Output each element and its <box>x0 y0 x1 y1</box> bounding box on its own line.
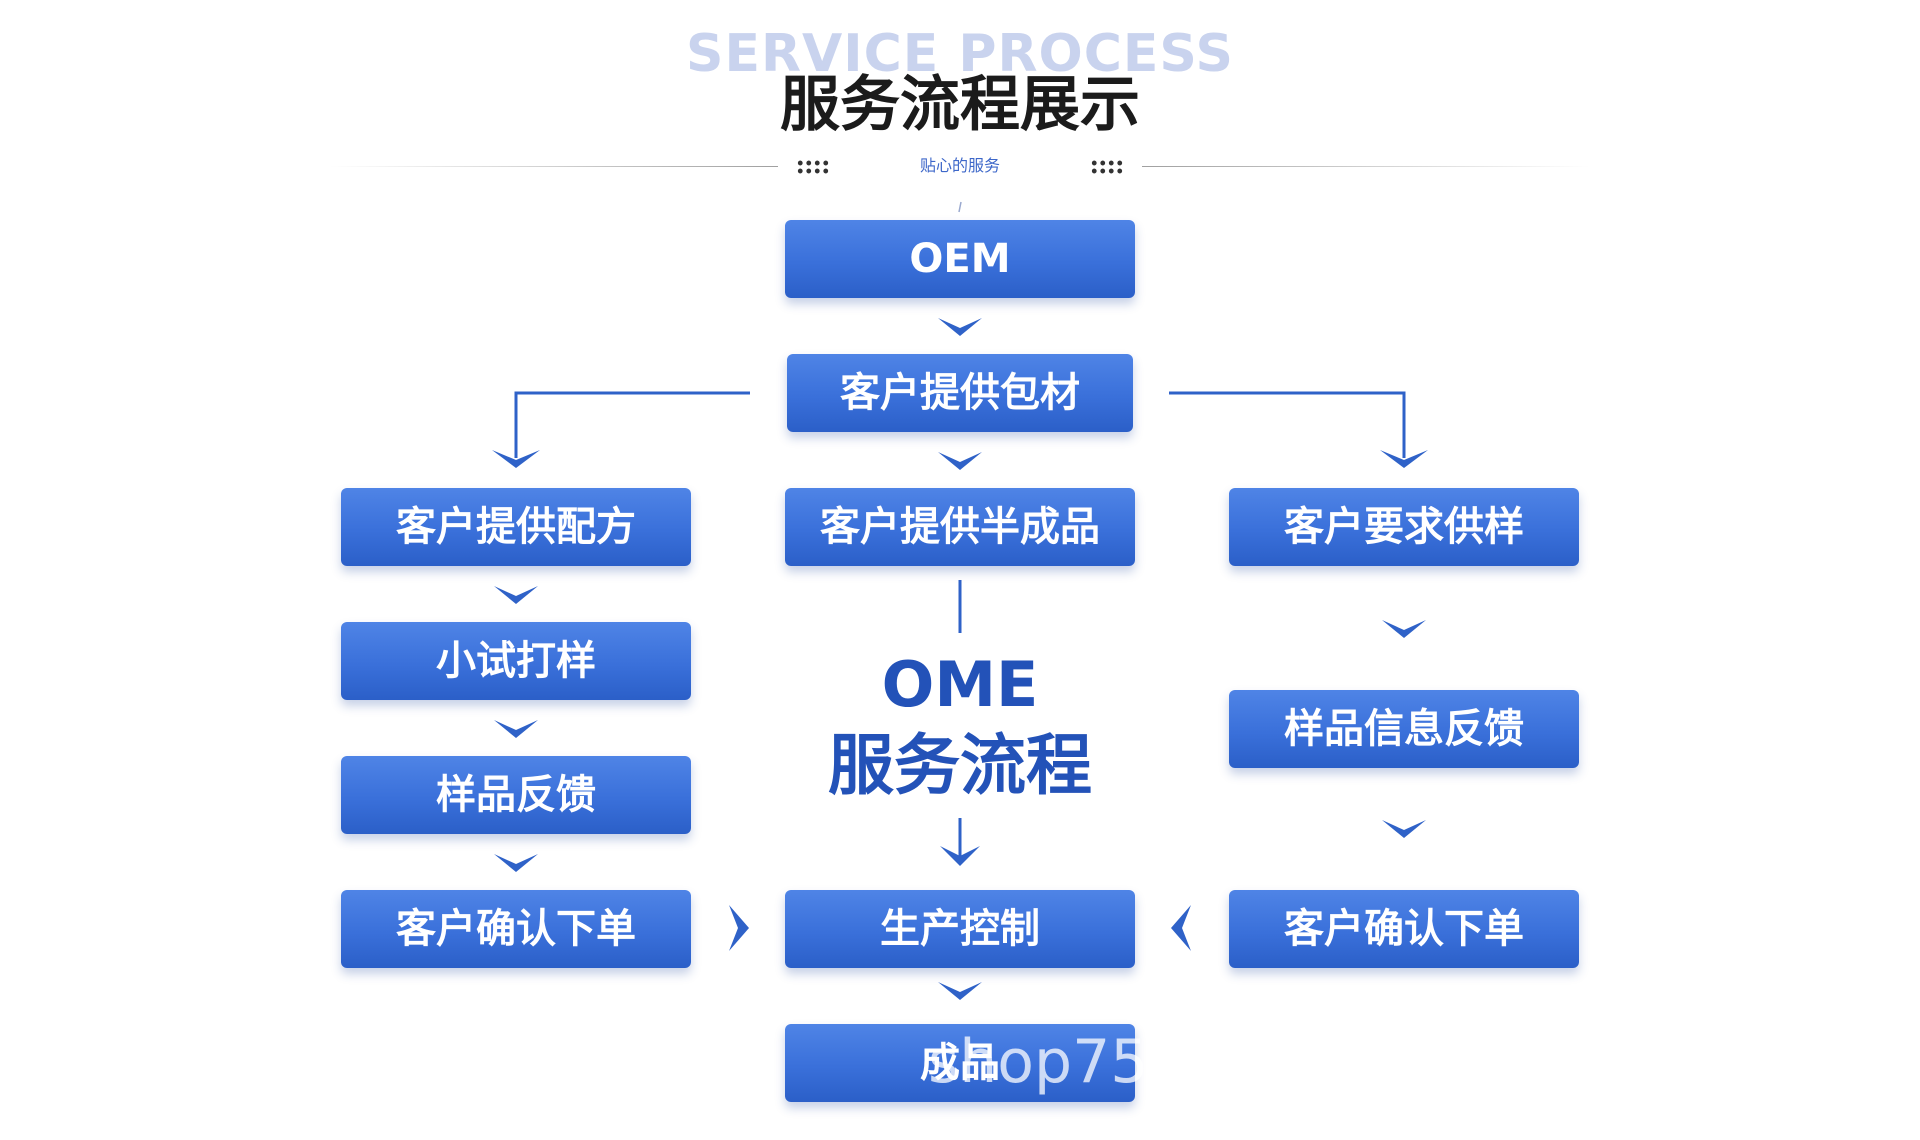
dots-ornament-right <box>1090 159 1124 175</box>
box-oem: OEM <box>785 220 1135 298</box>
watermark: shop75 <box>928 1027 1149 1097</box>
branch-arrow-left <box>492 450 540 468</box>
branch-arrow-right <box>1380 450 1428 468</box>
box-sample-info-feedback: 样品信息反馈 <box>1229 690 1579 768</box>
box-sample-feedback: 样品反馈 <box>341 756 691 834</box>
chevron-request-to-info <box>1382 620 1426 638</box>
box-formula: 客户提供配方 <box>341 488 691 566</box>
box-packaging: 客户提供包材 <box>787 354 1133 432</box>
branch-line-right <box>1169 391 1406 458</box>
chevron-trial-to-feedback <box>494 720 538 738</box>
center-arrow-to-production <box>940 846 980 866</box>
box-finished-product: 成品 <box>785 1024 1135 1102</box>
chevron-packaging-to-semi <box>938 452 982 470</box>
chevron-left-to-production <box>729 905 749 951</box>
branch-line-left <box>514 391 750 458</box>
header-rule-left <box>330 166 778 167</box>
box-confirm-order-right: 客户确认下单 <box>1229 890 1579 968</box>
box-semi-finished: 客户提供半成品 <box>785 488 1135 566</box>
chevron-production-to-finished <box>938 982 982 1000</box>
center-label-service-flow: 服务流程 <box>828 727 1092 804</box>
chevron-oem-to-packaging <box>938 318 982 336</box>
box-production-control: 生产控制 <box>785 890 1135 968</box>
dots-ornament-left <box>796 159 830 175</box>
center-label-ome: OME <box>881 648 1039 721</box>
box-sample-request: 客户要求供样 <box>1229 488 1579 566</box>
chevrons-down <box>494 318 1426 1000</box>
page-subtitle: 贴心的服务 <box>919 156 1000 175</box>
box-trial-sample: 小试打样 <box>341 622 691 700</box>
chevron-right-to-production <box>1171 905 1191 951</box>
page-title: 服务流程展示 <box>780 70 1140 140</box>
box-confirm-order-left: 客户确认下单 <box>341 890 691 968</box>
chevron-formula-to-trial <box>494 586 538 604</box>
chevron-feedback-to-order <box>494 854 538 872</box>
top-tick <box>958 201 962 213</box>
header-rule-right <box>1142 166 1590 167</box>
chevron-info-to-order <box>1382 820 1426 838</box>
background-title: SERVICE PROCESS <box>686 24 1234 84</box>
